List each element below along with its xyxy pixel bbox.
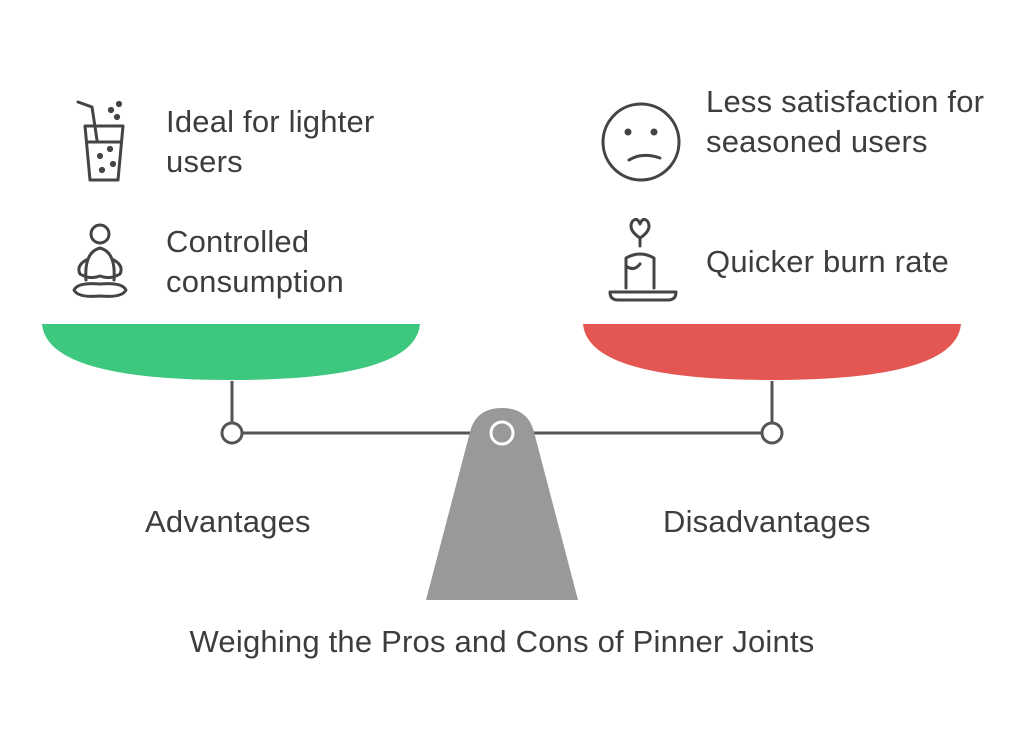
advantage-item-1: Ideal for lighter users xyxy=(166,104,375,179)
disadvantage-item-2: Quicker burn rate xyxy=(706,244,949,279)
advantages-pan xyxy=(42,324,420,380)
meditation-icon xyxy=(72,223,128,298)
disadvantages-pan xyxy=(583,324,961,380)
disadvantages-label: Disadvantages xyxy=(663,504,871,539)
left-joint xyxy=(220,421,244,445)
pivot xyxy=(489,420,515,446)
candle-icon xyxy=(608,217,678,302)
advantages-label: Advantages xyxy=(145,504,311,539)
drink-glass-icon xyxy=(76,100,125,182)
disadvantage-item-1: Less satisfaction for seasoned users xyxy=(706,84,985,159)
diagram-title: Weighing the Pros and Cons of Pinner Joi… xyxy=(189,624,815,659)
right-joint xyxy=(760,421,784,445)
sad-face-icon xyxy=(601,102,681,182)
fulcrum xyxy=(426,408,578,600)
advantage-item-2: Controlled consumption xyxy=(166,224,344,299)
